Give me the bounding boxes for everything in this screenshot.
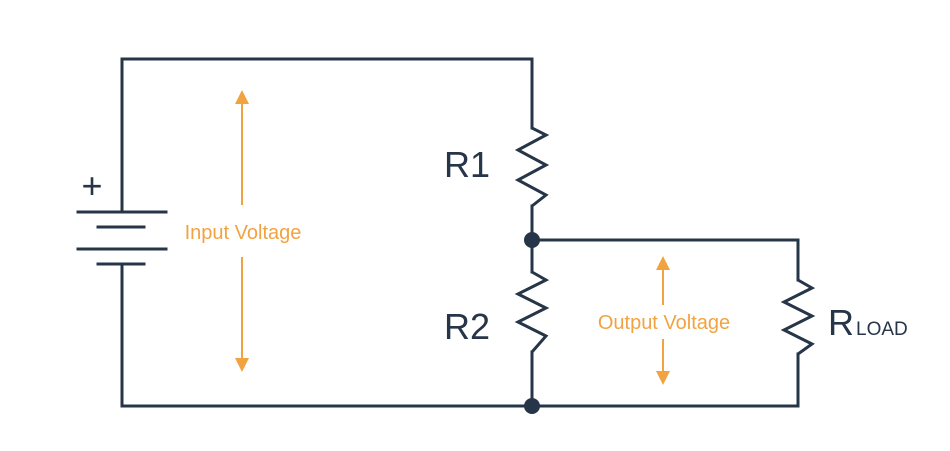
battery-symbol [76,210,168,266]
r1-resistor [514,126,550,208]
bottom-wire [120,262,800,408]
battery-plus-sign: + [81,165,102,206]
output-voltage-arrowhead-down [656,371,670,385]
left-top-wire [120,57,534,214]
rload-label-subscript: LOAD [856,319,908,340]
junction-node-middle [524,232,540,248]
input-voltage-label: Input Voltage [185,222,302,244]
load-top-wire [530,238,800,282]
junction-node-bottom [524,398,540,414]
rload-resistor [780,278,816,356]
output-voltage-arrow [656,256,670,385]
circuit-wires [120,57,800,408]
rload-label-main: R [828,302,854,343]
r1-label: R1 [444,144,490,185]
input-voltage-arrowhead-down [235,358,249,372]
input-voltage-arrow [235,90,249,372]
r2-label: R2 [444,306,490,347]
input-voltage-arrowhead-up [235,90,249,104]
output-voltage-label: Output Voltage [598,312,730,334]
r2-resistor [514,270,550,353]
output-voltage-arrowhead-up [656,256,670,270]
